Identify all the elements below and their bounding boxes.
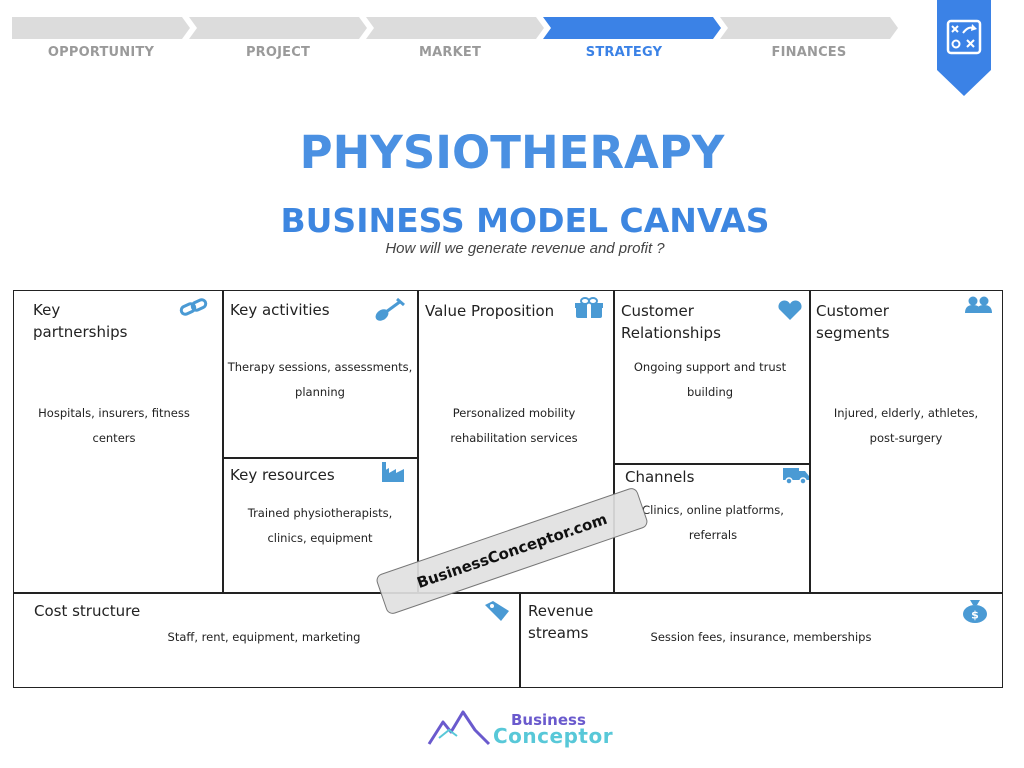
channels-title: Channels [625,468,695,486]
strategy-bookmark [937,0,991,96]
key-partnerships-title: Key partnerships [33,301,128,341]
factory-icon [382,462,404,482]
link-icon [179,298,208,316]
customer-segments-text: Injured, elderly, athletes, post-surgery [833,406,979,445]
step-label-opportunity[interactable]: OPPORTUNITY [47,45,155,60]
heart-icon [778,300,802,320]
step-finances[interactable] [720,17,898,39]
step-label-finances[interactable]: FINANCES [771,45,847,60]
step-label-project[interactable]: PROJECT [245,45,311,60]
business-model-canvas [13,290,1003,688]
truck-icon [783,468,809,485]
cost-structure-text: Staff, rent, equipment, marketing [167,630,361,644]
page-question: How will we generate revenue and profit … [385,240,665,257]
divider [613,290,615,593]
revenue-streams-title: Revenue streams [528,602,594,642]
step-label-market[interactable]: MARKET [418,45,482,60]
key-activities-title: Key activities [230,301,330,319]
users-icon [965,296,992,313]
key-resources-title: Key resources [230,466,335,484]
money-bag-icon: $ [963,600,987,623]
key-resources-block[interactable]: Key resources Trained physiotherapists, … [223,459,417,592]
logo-word-business: Business [511,711,586,729]
strategy-board-icon [937,0,991,96]
divider [809,290,811,593]
mountain-logo-icon [427,710,491,746]
step-market[interactable] [366,17,544,39]
channels-text: Clinics, online platforms, referrals [642,503,784,542]
gift-icon [575,297,603,318]
page-title: PHYSIOTHERAPY [299,126,725,179]
cost-structure-title: Cost structure [34,602,141,620]
value-proposition-title: Value Proposition [425,302,555,320]
tag-icon [485,601,509,621]
key-resources-text: Trained physiotherapists, clinics, equip… [247,506,393,545]
key-activities-text: Therapy sessions, assessments, planning [227,360,413,399]
key-activities-block[interactable]: Key activities Therapy sessions, assessm… [223,291,417,457]
footer-logo: Business Conceptor [427,708,613,748]
value-proposition-text: Personalized mobility rehabilitation ser… [450,406,578,445]
channels-block[interactable]: Channels Clinics, online platforms, refe… [615,465,809,592]
customer-relationships-text: Ongoing support and trust building [633,360,787,399]
step-strategy[interactable] [543,17,721,39]
logo-word-conceptor: Conceptor [493,724,614,748]
page-subtitle: BUSINESS MODEL CANVAS [280,201,770,240]
customer-segments-title: Customer segments [816,302,890,342]
divider [519,592,521,688]
divider [417,290,419,593]
customer-relationships-title: Customer Relationships [621,302,721,342]
revenue-streams-block[interactable]: Revenue streams Session fees, insurance,… [521,594,1002,687]
customer-segments-block[interactable]: Customer segments Injured, elderly, athl… [811,291,1002,592]
divider [222,290,224,593]
value-proposition-block[interactable]: Value Proposition Personalized mobility … [419,291,613,592]
svg-text:$: $ [971,609,979,622]
divider [613,463,810,465]
step-label-strategy[interactable]: STRATEGY [585,45,663,60]
key-partnerships-text: Hospitals, insurers, fitness centers [38,406,190,445]
divider [13,592,1003,594]
customer-relationships-block[interactable]: Customer Relationships Ongoing support a… [615,291,809,463]
revenue-streams-text: Session fees, insurance, memberships [650,630,872,644]
cost-structure-block[interactable]: Cost structure Staff, rent, equipment, m… [14,594,519,687]
step-opportunity[interactable] [12,17,190,39]
shovel-icon [375,297,405,321]
step-project[interactable] [189,17,367,39]
divider [222,457,418,459]
key-partnerships-block[interactable]: Key partnerships Hospitals, insurers, fi… [14,291,222,592]
